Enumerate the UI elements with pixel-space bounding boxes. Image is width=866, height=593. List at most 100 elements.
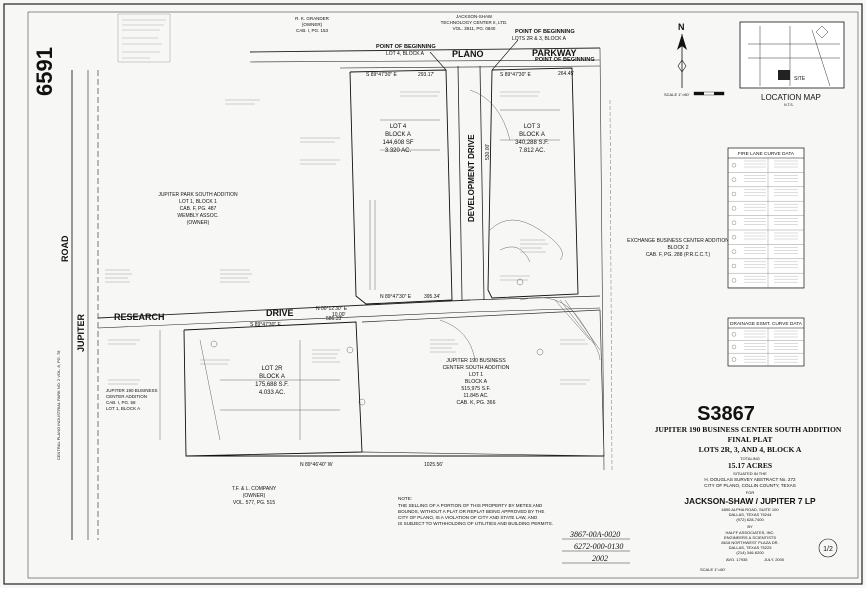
jupiter-road-label-2: ROAD xyxy=(60,235,70,262)
pob-second: POINT OF BEGINNING xyxy=(535,57,595,63)
research-drive-label-2: DRIVE xyxy=(266,308,294,318)
annotation-lines xyxy=(105,91,590,385)
drainage-table: DRAINAGE ESMT. CURVE DATA xyxy=(727,317,805,367)
svg-text:CENTER SOUTH ADDITION: CENTER SOUTH ADDITION xyxy=(443,365,510,371)
svg-text:JACKSON-SHAW: JACKSON-SHAW xyxy=(456,14,493,19)
jupiter-road xyxy=(71,70,99,540)
svg-text:T.F. & L. COMPANY: T.F. & L. COMPANY xyxy=(232,486,277,492)
lot-4-label: LOT 4 BLOCK A 144,608 SF 3.320 AC. xyxy=(382,124,413,154)
table-row-marker xyxy=(731,278,737,283)
table-row-marker xyxy=(731,163,737,168)
scale-bar xyxy=(693,91,725,96)
stamp-line-2: 6272-000-0130 xyxy=(574,542,623,551)
bearing-drive-len: 395.34' xyxy=(424,294,440,300)
pob-lots-2r-3: POINT OF BEGINNING LOTS 2R & 3, BLOCK A xyxy=(491,29,575,71)
fire-lane-table: FIRE LANE CURVE DATA xyxy=(727,147,805,289)
plat-by: BY xyxy=(747,524,753,529)
svg-text:VOL. 577, PG. 515: VOL. 577, PG. 515 xyxy=(233,500,275,506)
plano-parkway-label-1: PLANO xyxy=(452,49,484,59)
plano-parkway-label-2: PARKWAY xyxy=(532,48,577,58)
plat-owner: JACKSON-SHAW / JUPITER 7 LP xyxy=(684,496,816,506)
plat-survey: H. DOUGLAS SURVEY ABSTRACT No. 272 xyxy=(704,477,796,482)
svg-text:CITY OF PLANO, IS A VIOLATION: CITY OF PLANO, IS A VIOLATION OF CITY AN… xyxy=(398,515,538,520)
svg-text:LOT 1, BLOCK 1: LOT 1, BLOCK 1 xyxy=(179,199,217,205)
engineer-4: DALLAS, TEXAS 75225 xyxy=(729,545,773,550)
jackson-top-label: JACKSON-SHAW TECHNOLOGY CENTER II, LTD. … xyxy=(441,14,508,31)
fire-lane-title: FIRE LANE CURVE DATA xyxy=(738,151,795,157)
svg-text:BLOCK 2: BLOCK 2 xyxy=(667,245,688,251)
svg-text:THE SELLING OF A PORTION OF TH: THE SELLING OF A PORTION OF THIS PROPERT… xyxy=(398,503,543,508)
svg-text:JUPITER PARK SOUTH ADDITION: JUPITER PARK SOUTH ADDITION xyxy=(158,192,238,198)
scale-label: SCALE 1"=60' xyxy=(664,92,690,97)
table-row-marker xyxy=(731,344,737,350)
svg-text:BOUNDS, WITHOUT A PLAT OR REPL: BOUNDS, WITHOUT A PLAT OR REPLAT BEING A… xyxy=(398,509,544,514)
bearing-south: N 89°46'40" W xyxy=(300,462,333,468)
lot-3-label: LOT 3 BLOCK A 340,288 S.F. 7.812 AC. xyxy=(515,124,549,154)
rk-top-label: R. K. GRANDER (OWNER) CAB. I, PG. 153 xyxy=(295,16,330,33)
sheet-number: 6591 xyxy=(32,47,57,96)
bearing-top-left: S 89°47'30" E xyxy=(366,72,398,78)
plat-title: JUPITER 190 BUSINESS CENTER SOUTH ADDITI… xyxy=(655,425,842,434)
jupiter-park-label: JUPITER PARK SOUTH ADDITION LOT 1, BLOCK… xyxy=(158,192,238,226)
lot-3-sf: 340,288 S.F. xyxy=(515,140,549,146)
bearing-dev-len: 530.00' xyxy=(485,144,491,160)
pob-lot-4-line2: LOT 4, BLOCK A xyxy=(386,51,425,57)
lot-4-ac: 3.320 AC. xyxy=(385,148,412,154)
pob-lots-line2: LOTS 2R & 3, BLOCK A xyxy=(512,36,567,42)
bearing-drive-mid: N 89°47'30" E xyxy=(380,294,412,300)
table-row-marker xyxy=(731,220,737,225)
svg-text:CAB. F, PG. 487: CAB. F, PG. 487 xyxy=(180,206,217,212)
drainage-title: DRAINAGE ESMT. CURVE DATA xyxy=(730,321,803,327)
owner-address-2: DALLAS, TEXAS 75244 xyxy=(729,512,773,517)
pob-second-line1: POINT OF BEGINNING xyxy=(535,57,595,63)
development-drive-label: DEVELOPMENT DRIVE xyxy=(467,134,476,222)
pob-lot-4-line1: POINT OF BEGINNING xyxy=(376,44,436,50)
north-arrow: N xyxy=(677,22,687,88)
top-left-notes xyxy=(117,13,171,63)
record-stamps: 3867-00A-0020 6272-000-0130 2002 xyxy=(562,530,630,564)
svg-text:(OWNER): (OWNER) xyxy=(302,22,323,27)
svg-text:EXCHANGE BUSINESS CENTER ADDIT: EXCHANGE BUSINESS CENTER ADDITION xyxy=(627,238,729,244)
east-row-line xyxy=(609,99,613,471)
svg-text:TECHNOLOGY CENTER II, LTD.: TECHNOLOGY CENTER II, LTD. xyxy=(441,20,508,25)
plat-job: AVO. 17935 xyxy=(726,557,748,562)
table-row-marker xyxy=(731,332,737,337)
lot-3-boundary xyxy=(487,67,579,299)
engineer-3: 8616 NORTHWEST PLAZA DR. xyxy=(721,540,778,545)
svg-text:CAB. I, PG. 58: CAB. I, PG. 58 xyxy=(106,400,136,405)
stamp-line-1: 3867-00A-0020 xyxy=(569,530,620,539)
bearing-top-right: S 89°47'30" E xyxy=(500,72,532,78)
lot-4-block: BLOCK A xyxy=(385,132,411,138)
table-row-marker xyxy=(731,235,737,240)
exchange-label: EXCHANGE BUSINESS CENTER ADDITION BLOCK … xyxy=(627,238,729,258)
bearing-top-left-len: 293.17' xyxy=(418,72,434,78)
engineer-2: ENGINEERS & SCIENTISTS xyxy=(724,535,776,540)
lot-4-boundary xyxy=(349,69,453,305)
pob-lot-4: POINT OF BEGINNING LOT 4, BLOCK A xyxy=(376,44,447,71)
jupiter-road-label-1: JUPITER xyxy=(76,313,86,352)
table-row-marker xyxy=(731,191,737,197)
lot-4-name: LOT 4 xyxy=(390,124,407,130)
plano-parkway xyxy=(249,47,601,69)
north-label: N xyxy=(678,22,685,32)
svg-text:JUPITER 190 BUSINESS: JUPITER 190 BUSINESS xyxy=(106,388,158,393)
case-number: S3867 xyxy=(697,403,755,425)
lot-2r-sf: 175,688 S.F. xyxy=(255,382,289,388)
engineer-1: HALFF ASSOCIATES, INC. xyxy=(725,530,774,535)
table-row-marker xyxy=(731,357,737,362)
lot-3-name: LOT 3 xyxy=(524,124,541,130)
central-plano-label: CENTRAL PLANO INDUSTRIAL PARK NO. 2 VOL.… xyxy=(56,350,61,460)
svg-text:(OWNER): (OWNER) xyxy=(243,493,266,499)
svg-text:VOL. 3911, PG. 0840: VOL. 3911, PG. 0840 xyxy=(453,26,496,31)
bearing-drive-west-len: 586.33' xyxy=(326,316,342,322)
owner-address-1: 4890 ALPHA ROAD, SUITE 100 xyxy=(721,507,779,512)
drawing-frame xyxy=(27,11,859,579)
bearing-top-right-len: 264.45' xyxy=(558,71,574,77)
research-drive-label-1: RESEARCH xyxy=(114,312,165,322)
research-drive xyxy=(97,295,601,329)
bearing-n00-len: 10.00' xyxy=(332,312,346,318)
svg-text:CAB. K, PG. 366: CAB. K, PG. 366 xyxy=(457,400,496,406)
svg-text:CAB. F, PG. 288 (P.R.C.C.T.): CAB. F, PG. 288 (P.R.C.C.T.) xyxy=(646,252,711,258)
svg-text:R. K. GRANDER: R. K. GRANDER xyxy=(295,16,330,21)
